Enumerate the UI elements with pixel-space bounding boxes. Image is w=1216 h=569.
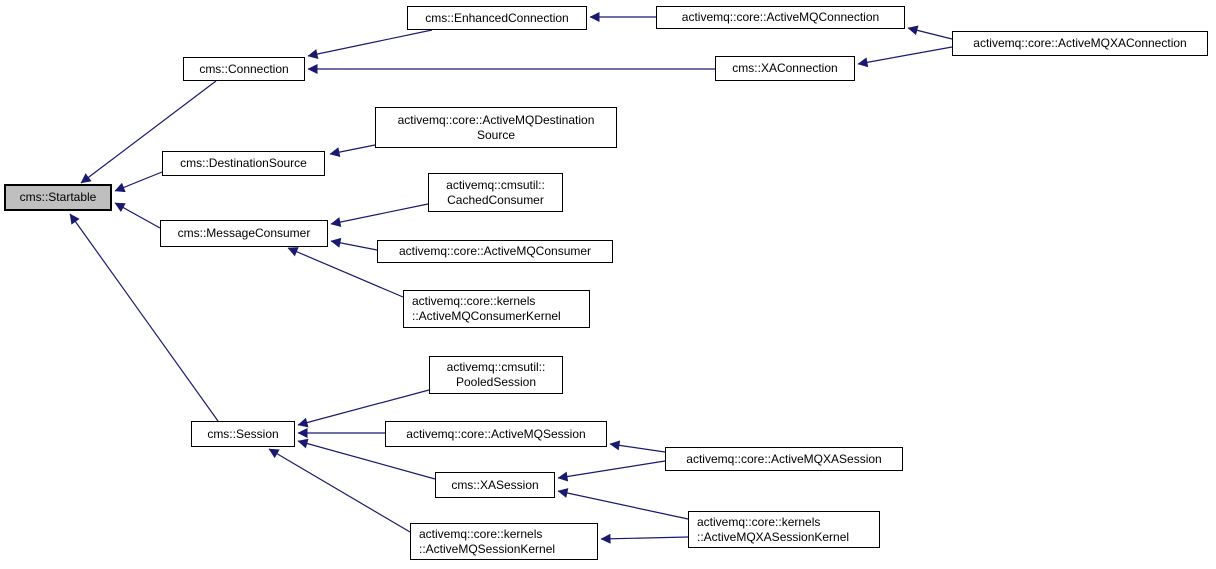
edge-group [69,12,953,544]
class-node-cached-consumer[interactable]: activemq::cmsutil::CachedConsumer [428,173,563,212]
class-label-line: activemq::core::ActiveMQXAConnection [973,36,1187,50]
class-label-line: CachedConsumer [447,192,544,207]
class-label-line: cms::XAConnection [732,61,838,75]
edge-cached-consumer-to-message-consumer [330,203,429,227]
edge-connection-to-startable [80,80,217,184]
edge-activemq-xa-connection-to-xa-connection [857,46,953,68]
class-node-enhanced-connection[interactable]: cms::EnhancedConnection [407,6,587,30]
edge-activemq-consumer-to-message-consumer [330,237,378,251]
class-label-line: activemq::core::ActiveMQConnection [681,10,880,24]
class-node-activemq-consumer[interactable]: activemq::core::ActiveMQConsumer [377,240,613,263]
edge-session-to-startable [69,213,219,422]
edge-enhanced-connection-to-connection [307,29,433,59]
class-node-xa-session[interactable]: cms::XASession [435,472,555,498]
edge-pooled-session-to-session [297,389,430,428]
class-label-line: cms::MessageConsumer [177,226,311,240]
edge-activemq-consumer-kernel-to-message-consumer [287,247,404,298]
edge-destination-source-to-startable [114,171,163,193]
class-label-line: cms::XASession [451,477,539,492]
class-label-line: activemq::core::kernels [419,526,543,541]
class-label-line: ::ActiveMQSessionKernel [419,541,556,556]
class-label-line: activemq::core::ActiveMQXASession [686,451,882,466]
class-label-line: activemq::core::ActiveMQConsumer [398,244,592,258]
edge-activemq-xa-session-to-xa-session [557,460,666,482]
class-label-line: activemq::core::kernels [697,514,821,529]
class-label-line: cms::Connection [199,61,289,76]
edge-activemq-xa-session-kernel-to-activemq-session-kernel [600,533,689,544]
class-node-activemq-consumer-kernel[interactable]: activemq::core::kernels::ActiveMQConsume… [403,290,590,328]
class-label-line: cms::DestinationSource [180,156,307,170]
edge-activemq-xa-connection-to-activemq-connection [907,25,953,40]
class-node-startable[interactable]: cms::Startable [4,184,112,211]
edge-message-consumer-to-startable [114,202,161,229]
class-node-activemq-session[interactable]: activemq::core::ActiveMQSession [385,421,607,447]
class-node-pooled-session[interactable]: activemq::cmsutil::PooledSession [429,356,563,394]
class-label-line: activemq::core::ActiveMQSession [406,426,586,441]
class-label-line: cms::Startable [19,190,97,204]
edge-activemq-session-kernel-to-session [268,448,411,533]
class-label-line: ::ActiveMQConsumerKernel [412,309,561,323]
edge-activemq-destination-source-to-destination-source [329,144,376,158]
class-label-line: cms::EnhancedConnection [425,10,569,25]
class-node-connection[interactable]: cms::Connection [183,57,305,81]
class-label-line: cms::Session [207,426,279,441]
class-node-session[interactable]: cms::Session [191,421,295,447]
class-node-activemq-session-kernel[interactable]: activemq::core::kernels::ActiveMQSession… [410,523,598,560]
class-label-line: Source [476,127,516,142]
edge-xa-session-to-session [297,438,436,480]
edge-activemq-xa-session-kernel-to-xa-session [557,488,689,520]
class-node-xa-connection[interactable]: cms::XAConnection [715,56,855,81]
class-label-line: activemq::core::ActiveMQDestination [397,112,595,127]
class-node-message-consumer[interactable]: cms::MessageConsumer [160,220,328,247]
class-label-line: activemq::core::kernels [412,294,536,308]
class-node-destination-source[interactable]: cms::DestinationSource [162,151,325,176]
edge-activemq-xa-session-to-activemq-session [609,440,666,453]
class-node-activemq-xa-session[interactable]: activemq::core::ActiveMQXASession [665,447,903,471]
class-node-activemq-connection[interactable]: activemq::core::ActiveMQConnection [656,6,905,29]
class-label-line: ::ActiveMQXASessionKernel [697,529,850,544]
class-label-line: activemq::cmsutil:: [446,360,546,374]
class-label-line: PooledSession [455,375,537,389]
class-node-activemq-xa-connection[interactable]: activemq::core::ActiveMQXAConnection [952,31,1208,56]
class-label-line: activemq::cmsutil:: [446,177,545,192]
class-node-activemq-xa-session-kernel[interactable]: activemq::core::kernels::ActiveMQXASessi… [688,511,880,548]
